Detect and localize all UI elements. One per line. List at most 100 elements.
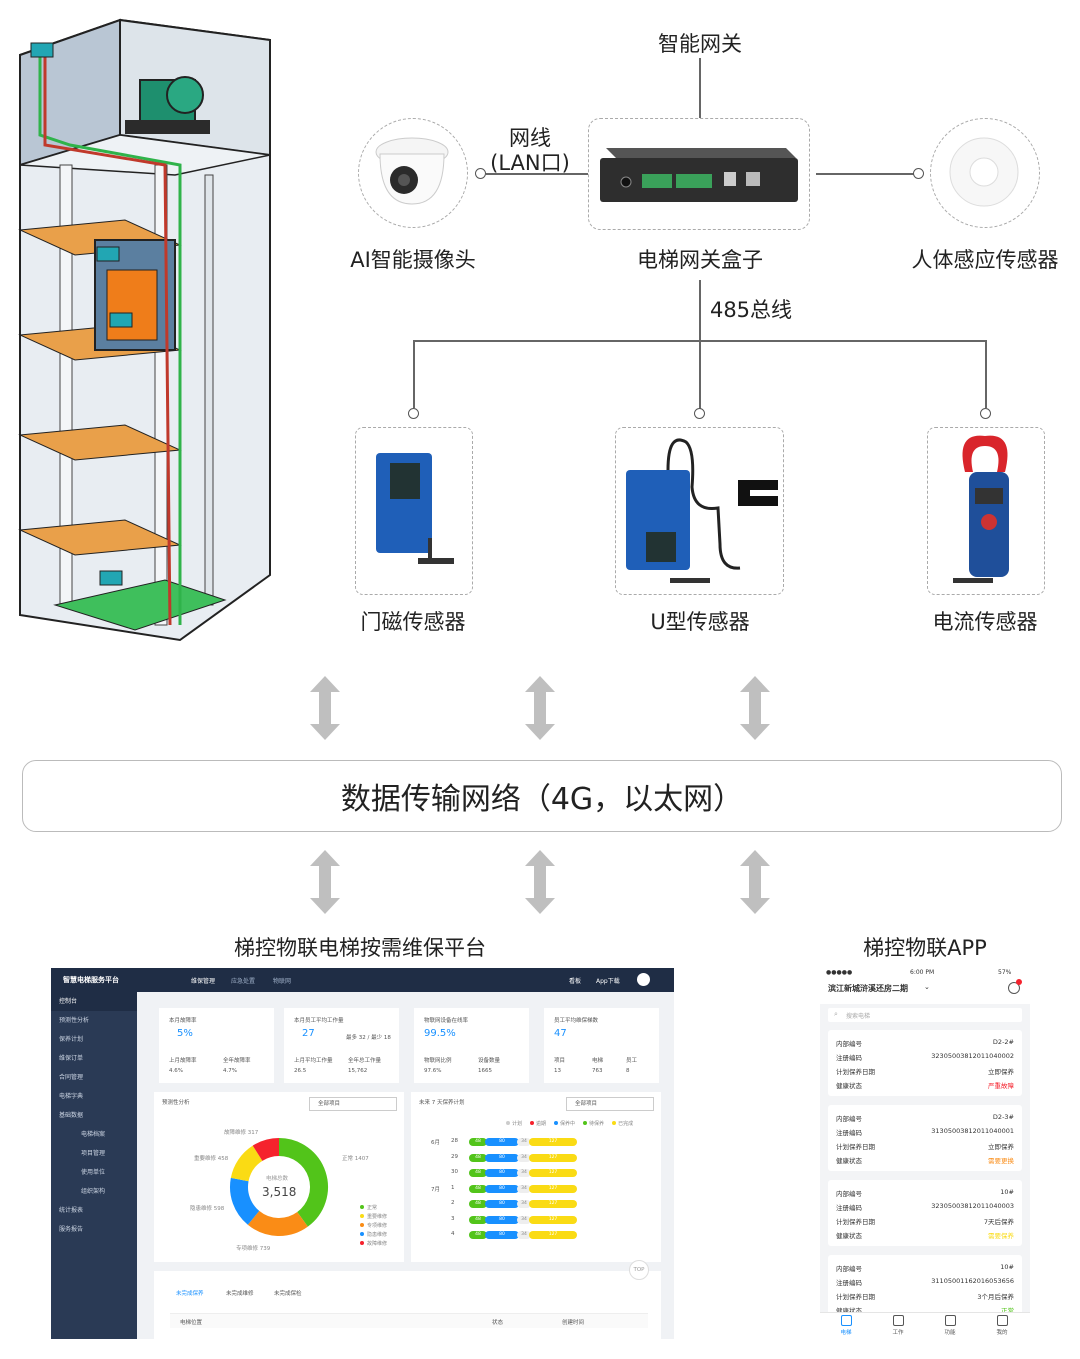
stat-extra: 最多 32 / 最少 18 bbox=[346, 1035, 391, 1041]
dashboard-tab-0[interactable]: 维保管理 bbox=[191, 978, 216, 985]
sidebar-item-dictionary[interactable]: 电梯字典 bbox=[59, 1093, 84, 1100]
app-tab[interactable]: 电梯 bbox=[820, 1315, 872, 1336]
sidebar-item-org[interactable]: 组织架构 bbox=[81, 1188, 106, 1195]
card-field-value: 10# bbox=[1000, 1263, 1014, 1271]
plan-bar-segment: 34 bbox=[517, 1231, 531, 1239]
card-field-value: 正常 bbox=[1001, 1307, 1014, 1315]
stat-sub-key: 员工 bbox=[626, 1058, 638, 1064]
table-header-created: 创建时间 bbox=[562, 1320, 585, 1326]
plan-bar-segment: 34 bbox=[517, 1200, 531, 1208]
legend-label: 故障维修 bbox=[367, 1241, 388, 1247]
stat-title: 本月员工平均工作量 bbox=[294, 1018, 344, 1024]
predict-select[interactable]: 全部项目 bbox=[309, 1097, 397, 1111]
stat-value: 47 bbox=[554, 1028, 567, 1039]
legend-dot bbox=[360, 1223, 364, 1227]
sidebar-item-projects[interactable]: 项目管理 bbox=[81, 1150, 106, 1157]
card-field-value: 需要更换 bbox=[988, 1157, 1014, 1165]
mobile-app: ●●●●● 6:00 PM 57% 滨江新城浒溪还房二期 ⌄ ⌕ 搜索电梯 内部… bbox=[820, 966, 1030, 1339]
plan-row-month: 6月 bbox=[431, 1140, 440, 1146]
plan-select[interactable]: 全部项目 bbox=[566, 1097, 654, 1111]
bus-endpoint-center bbox=[694, 408, 705, 419]
sidebar-item-basedata[interactable]: 基础数据 bbox=[59, 1112, 84, 1119]
card-field-value: 32305003812011040003 bbox=[931, 1202, 1014, 1210]
stat-sub-value: 4.6% bbox=[169, 1068, 183, 1074]
message-icon[interactable] bbox=[1008, 982, 1020, 994]
sidebar-item-units[interactable]: 使用单位 bbox=[81, 1169, 106, 1176]
dashboard-board-link[interactable]: 看板 bbox=[569, 978, 582, 985]
project-selector[interactable]: 滨江新城浒溪还房二期 bbox=[828, 984, 908, 993]
plan-bar-segment: 48 bbox=[469, 1138, 487, 1146]
donut-slice-3 bbox=[230, 1145, 263, 1182]
donut-label-2: 正常 1407 bbox=[342, 1156, 369, 1162]
app-tab[interactable]: 我的 bbox=[976, 1315, 1028, 1336]
tab-unfinished-maintain[interactable]: 未完成保养 bbox=[176, 1291, 204, 1297]
plan-row-day: 28 bbox=[451, 1138, 458, 1144]
donut-label-1: 重要维修 458 bbox=[194, 1156, 229, 1162]
plan-bar-segment: 34 bbox=[517, 1169, 531, 1177]
donut-slice-0 bbox=[278, 1138, 328, 1227]
dashboard-tab-2[interactable]: 物联网 bbox=[273, 978, 292, 985]
search-box[interactable]: ⌕ 搜索电梯 bbox=[828, 1008, 1022, 1022]
plan-bar-segment: 48 bbox=[469, 1169, 487, 1177]
donut-chart bbox=[230, 1138, 328, 1236]
tab-unfinished-repair[interactable]: 未完成维修 bbox=[226, 1291, 254, 1297]
chevron-down-icon[interactable]: ⌄ bbox=[924, 983, 930, 991]
stat-card-fault: 本月故障率 5% 上月故障率 4.6% 全年故障率 4.7% bbox=[159, 1008, 274, 1083]
arrows-bottom bbox=[310, 850, 770, 914]
donut-slice-4 bbox=[252, 1138, 280, 1162]
legend-dot bbox=[360, 1232, 364, 1236]
sidebar-item-predict[interactable]: 预测性分析 bbox=[59, 1017, 90, 1024]
human-sensor-label: 人体感应传感器 bbox=[911, 248, 1059, 272]
sidebar-item-console[interactable]: 控制台 bbox=[51, 992, 137, 1011]
predict-title: 预测性分析 bbox=[162, 1100, 190, 1106]
sidebar-item-reports[interactable]: 统计报表 bbox=[59, 1207, 84, 1214]
sidebar-item-service[interactable]: 服务报告 bbox=[59, 1226, 84, 1233]
plan-bar-segment: 48 bbox=[469, 1153, 487, 1162]
dashboard-app-download[interactable]: App下载 bbox=[596, 978, 620, 985]
gateway-box-label: 电梯网关盒子 bbox=[637, 248, 763, 272]
plan-bar-segment: 34 bbox=[517, 1184, 531, 1193]
sidebar-item-orders[interactable]: 维保订单 bbox=[59, 1055, 84, 1062]
status-battery: 57% bbox=[998, 969, 1012, 976]
platform-dashboard: 智慧电梯服务平台 维保管理 应急处置 物联网 看板 App下载 控制台 预测性分… bbox=[51, 968, 674, 1339]
stat-sub-value: 97.6% bbox=[424, 1068, 442, 1074]
plan-bar-segment: 48 bbox=[469, 1231, 487, 1239]
human-sensor-frame bbox=[930, 118, 1040, 228]
sidebar-item-archive[interactable]: 电梯档案 bbox=[81, 1131, 106, 1138]
sidebar-item-plan[interactable]: 保养计划 bbox=[59, 1036, 84, 1043]
legend-dot bbox=[360, 1241, 364, 1245]
plan-bar-segment: 48 bbox=[469, 1184, 487, 1193]
card-field-key: 健康状态 bbox=[836, 1307, 862, 1315]
card-field-value: 严重故障 bbox=[988, 1082, 1014, 1090]
plan-legend-item: 待保养 bbox=[583, 1121, 604, 1127]
donut-center-label: 电梯总数 bbox=[266, 1176, 289, 1182]
dashboard-tab-1[interactable]: 应急处置 bbox=[231, 978, 256, 985]
top-button[interactable]: TOP bbox=[629, 1260, 649, 1280]
stat-sub-key: 设备数量 bbox=[478, 1058, 501, 1064]
gateway-top-label: 智能网关 bbox=[658, 32, 742, 56]
stat-sub-key: 项目 bbox=[554, 1058, 566, 1064]
user-avatar-icon[interactable] bbox=[637, 973, 650, 986]
app-tab[interactable]: 功能 bbox=[924, 1315, 976, 1336]
plan-row-day: 29 bbox=[451, 1153, 458, 1160]
sidebar-item-contracts[interactable]: 合同管理 bbox=[59, 1074, 84, 1081]
plan-bar-segment: 127 bbox=[529, 1138, 577, 1146]
stat-sub-value: 1665 bbox=[478, 1068, 492, 1074]
tab-unfinished-inspect[interactable]: 未完成保检 bbox=[274, 1291, 302, 1297]
stat-sub-key: 上月平均工作量 bbox=[294, 1058, 333, 1064]
app-tab[interactable]: 工作 bbox=[872, 1315, 924, 1336]
door-sensor-frame bbox=[355, 427, 473, 595]
plan-legend-item: 计划 bbox=[506, 1121, 522, 1127]
